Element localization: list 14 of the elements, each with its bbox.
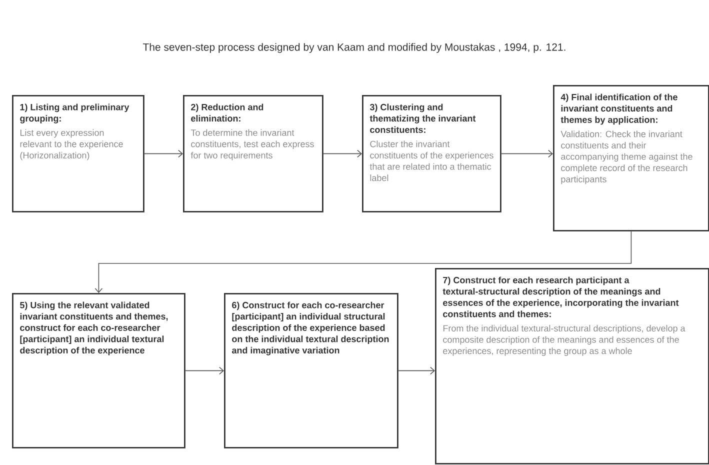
step-box: 3) Clustering and thematizing the invariant constituents: Cluster the invariant constituents of the experiences that are related into a thematic label bbox=[362, 95, 502, 212]
step-box: 6) Construct for each co-researcher [participant] an individual structural description of the experience based on the individual textural description and imaginative variation bbox=[224, 293, 398, 448]
arrow bbox=[501, 150, 553, 158]
arrow bbox=[94, 231, 632, 293]
title: The seven-step process designed by van Kaam and modified by Moustakas , 1994, p. 121. bbox=[142, 43, 566, 53]
arrow bbox=[144, 150, 183, 158]
arrow bbox=[398, 366, 435, 375]
step-box: 7) Construct for each research participant a textural-structural description of the meanings and essences of the experience, incorporating the invariant constituents and themes: From the individual textural-structural descriptions, develop a composite description of the meanings and essences of the experiences, representing the group as a whole bbox=[435, 268, 709, 464]
arrow bbox=[323, 150, 362, 158]
step-box: 2) Reduction and elimination: To determine the invariant constituents, test each express for two requirements bbox=[183, 95, 324, 212]
step-box: 1) Listing and preliminary grouping: List every expression relevant to the experience (Horizonalization) bbox=[12, 95, 144, 212]
step-box: 4) Final identification of the invariant constituents and themes by application: Validation: Check the invariant constituents and their accompanying theme against the complete record of the research participants bbox=[553, 85, 709, 232]
step-box: 5) Using the relevant validated invariant constituents and themes, construct for each co-researcher [participant] an individual textural description of the experience bbox=[12, 293, 186, 448]
arrow bbox=[185, 366, 224, 375]
